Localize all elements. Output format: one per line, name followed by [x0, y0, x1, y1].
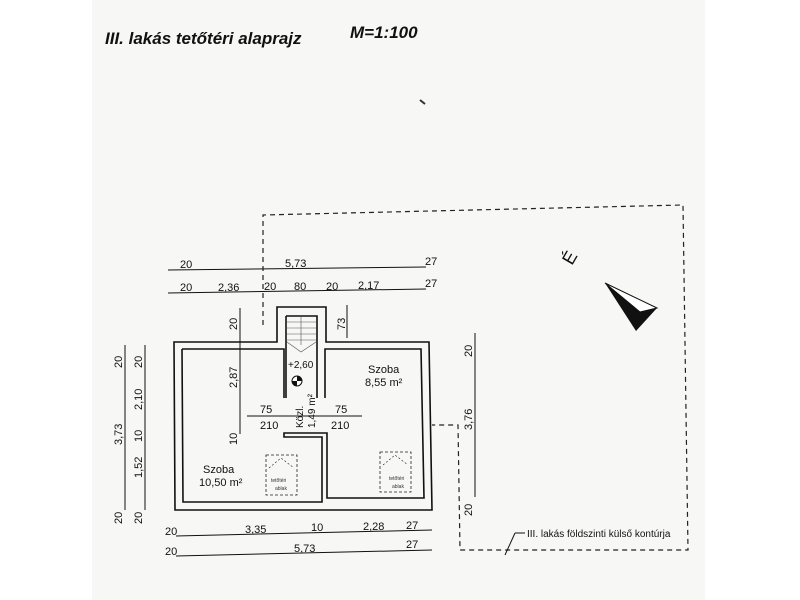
doors: 75 210 75 210 — [247, 404, 362, 432]
dimension-top-2: 20 2,36 20 80 20 2,17 27 — [167, 278, 437, 294]
svg-text:1,52: 1,52 — [133, 457, 145, 478]
speck — [419, 99, 426, 105]
dimension-right: 20 3,76 20 — [463, 333, 476, 516]
svg-text:5,73: 5,73 — [294, 543, 315, 555]
door-width: 75 — [335, 404, 347, 416]
svg-text:27: 27 — [406, 520, 418, 532]
door-height: 210 — [331, 420, 349, 432]
svg-text:5,73: 5,73 — [285, 258, 306, 270]
door-width: 75 — [260, 404, 272, 416]
window-label: ablak — [392, 484, 404, 490]
svg-text:20: 20 — [180, 259, 192, 271]
ground-floor-contour — [262, 204, 689, 551]
svg-text:3,76: 3,76 — [463, 409, 475, 430]
svg-text:2,17: 2,17 — [358, 280, 379, 292]
level-symbol-icon — [291, 375, 303, 387]
svg-text:20: 20 — [133, 512, 145, 524]
svg-text:10: 10 — [311, 522, 323, 534]
level-marker: +2,60 — [288, 360, 314, 371]
room-area: 1,49 m² — [307, 393, 318, 428]
door-height: 210 — [260, 420, 278, 432]
page-margin — [0, 0, 92, 600]
svg-text:27: 27 — [425, 278, 437, 290]
svg-text:20: 20 — [165, 546, 177, 558]
svg-text:20: 20 — [264, 281, 276, 293]
dimension-stair: 73 — [336, 305, 348, 338]
svg-text:10: 10 — [133, 430, 145, 442]
dimension-bottom-2: 20 5,73 27 — [165, 539, 433, 558]
svg-text:3,35: 3,35 — [245, 524, 266, 536]
svg-text:3,73: 3,73 — [113, 424, 125, 445]
svg-text:2,10: 2,10 — [133, 389, 145, 410]
svg-text:20: 20 — [133, 356, 145, 368]
staircase — [286, 316, 317, 353]
roof-window: tetőtéri ablak — [265, 454, 298, 496]
svg-text:27: 27 — [425, 256, 437, 268]
window-label: tetőtéri — [271, 478, 286, 484]
dimension-top-1: 20 5,73 27 — [167, 256, 437, 271]
dimension-left-inner: 20 2,10 10 1,52 20 — [133, 345, 146, 524]
room-name: Szoba — [203, 464, 235, 476]
svg-text:2,87: 2,87 — [228, 367, 240, 388]
window-label: tetőtéri — [389, 476, 404, 482]
svg-text:20: 20 — [113, 356, 125, 368]
dimension-left-room: 20 2,87 10 — [228, 308, 241, 445]
contour-label: III. lakás földszinti külső kontúrja — [527, 529, 671, 540]
contour-leader — [504, 532, 516, 556]
room-name: Közl. — [295, 406, 306, 428]
window-label: ablak — [275, 486, 287, 492]
north-label: É — [558, 248, 581, 268]
svg-text:27: 27 — [406, 539, 418, 551]
page-margin — [705, 0, 800, 600]
dimension-left-outer: 20 3,73 20 — [113, 345, 126, 524]
plan-title: III. lakás tetőtéri alaprajz — [105, 29, 302, 48]
room-name: Szoba — [368, 364, 400, 376]
svg-text:20: 20 — [113, 512, 125, 524]
svg-text:20: 20 — [165, 526, 177, 538]
north-arrow-icon: É — [558, 248, 659, 331]
walls — [173, 306, 433, 511]
room-area: 8,55 m² — [365, 377, 403, 389]
svg-text:10: 10 — [228, 433, 240, 445]
svg-text:20: 20 — [463, 504, 475, 516]
svg-text:20: 20 — [228, 318, 240, 330]
plan-scale: M=1:100 — [350, 23, 418, 42]
svg-text:20: 20 — [326, 281, 338, 293]
svg-text:73: 73 — [336, 318, 348, 330]
room-area: 10,50 m² — [199, 477, 243, 489]
svg-text:20: 20 — [463, 345, 475, 357]
svg-text:2,28: 2,28 — [363, 521, 384, 533]
svg-text:20: 20 — [180, 282, 192, 294]
svg-text:2,36: 2,36 — [218, 282, 239, 294]
roof-window: tetőtéri ablak — [379, 451, 412, 493]
svg-text:80: 80 — [294, 281, 306, 293]
dimension-bottom-1: 20 3,35 10 2,28 27 — [165, 520, 433, 538]
